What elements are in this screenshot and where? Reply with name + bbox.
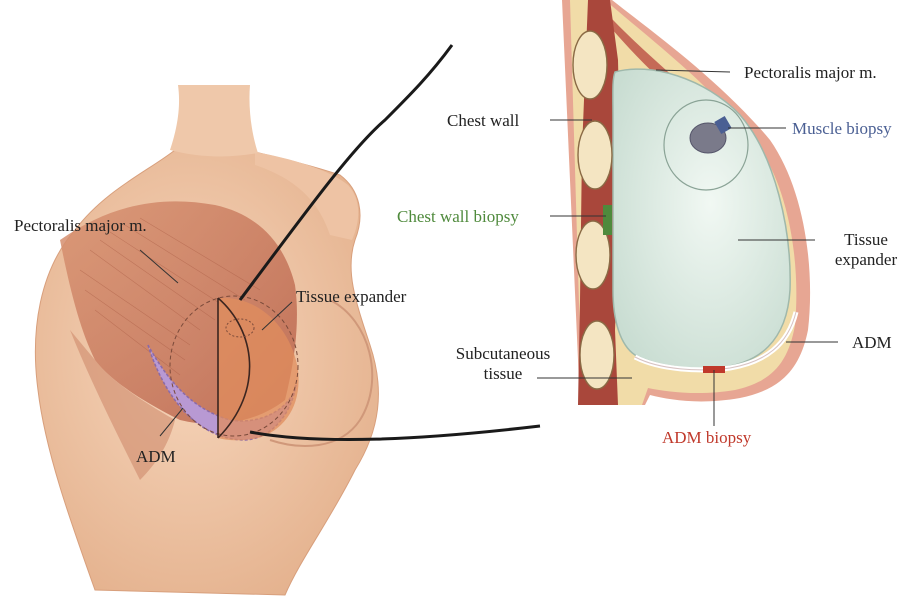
label-right-adm: ADM [852,333,892,353]
chest-wall-biopsy-mark [603,205,612,235]
label-subcutaneous-line1: Subcutaneous [440,344,566,364]
label-right-tissue-line1: Tissue [820,230,912,250]
label-left-adm: ADM [136,447,176,467]
tissue-expander-section [613,69,790,368]
label-adm-biopsy: ADM biopsy [662,428,751,448]
label-right-pectoralis: Pectoralis major m. [744,63,877,83]
label-chest-wall: Chest wall [447,111,519,131]
label-right-tissue-line2: expander [820,250,912,270]
torso-illustration [35,85,378,595]
label-left-tissue-expander: Tissue expander [296,287,406,307]
neck [170,85,258,156]
cross-section [562,0,810,405]
label-subcutaneous: Subcutaneous tissue [440,344,566,383]
label-muscle-biopsy: Muscle biopsy [792,119,892,139]
label-right-tissue-expander: Tissue expander [820,230,912,269]
label-subcutaneous-line2: tissue [440,364,566,384]
label-left-pectoralis: Pectoralis major m. [14,216,147,236]
label-chest-wall-biopsy: Chest wall biopsy [397,207,519,227]
